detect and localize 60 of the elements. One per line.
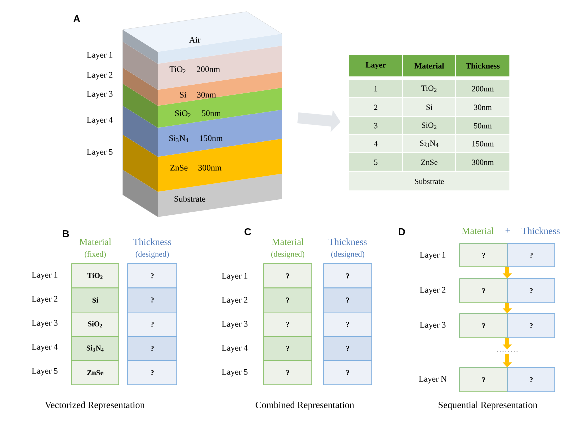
node-label: 3 bbox=[374, 123, 378, 129]
layer-label: Layer 1 bbox=[87, 52, 113, 60]
layer-label: Layer 2 bbox=[87, 72, 113, 80]
node-label: 1 bbox=[374, 86, 378, 92]
panel-letter: D bbox=[399, 228, 406, 236]
panel-caption: Combined Representation bbox=[256, 402, 354, 410]
layer-label: Layer 3 bbox=[87, 91, 113, 99]
layer-label: Layer 5 bbox=[222, 369, 248, 377]
column-heading: Material bbox=[462, 228, 494, 234]
panel-letter: B bbox=[63, 230, 70, 238]
plus-sign: + bbox=[506, 228, 510, 233]
node-label: 2 bbox=[374, 104, 378, 110]
column-heading: (designed) bbox=[271, 251, 305, 259]
layer-label: Layer 4 bbox=[32, 344, 58, 352]
layer-label: Layer 2 bbox=[222, 297, 248, 305]
node-label: TiO$_{2}$ bbox=[422, 86, 437, 92]
layer-label: Layer 1 bbox=[420, 252, 446, 260]
layer-stack bbox=[122, 12, 282, 218]
column-heading: (designed) bbox=[331, 251, 365, 259]
node-label: Layer bbox=[366, 62, 386, 70]
column-heading: Material bbox=[80, 238, 112, 246]
node-label: 300nm bbox=[472, 160, 494, 166]
column-heading: (designed) bbox=[136, 251, 170, 259]
layer-label: Layer 4 bbox=[87, 117, 113, 125]
node-label: 150nm bbox=[472, 141, 494, 147]
layer-label: Layer 3 bbox=[222, 321, 248, 329]
material-layer: TiO$_{2}$ 200nm bbox=[123, 42, 282, 90]
layer-label: Layer 5 bbox=[32, 368, 58, 376]
node-label: 5 bbox=[374, 160, 378, 166]
layer-label: Layer 1 bbox=[32, 272, 58, 280]
layer-label: Layer N bbox=[419, 376, 447, 384]
layer-label: Layer 2 bbox=[32, 296, 58, 304]
column-heading: (fixed) bbox=[84, 251, 106, 259]
node-label: Thickness bbox=[466, 63, 500, 69]
node-label: 4 bbox=[374, 141, 378, 147]
layer-label: Layer 1 bbox=[222, 273, 248, 281]
node-label: Material bbox=[414, 63, 444, 69]
layer-label: Layer 2 bbox=[420, 287, 446, 295]
layer-label: Layer 3 bbox=[32, 320, 58, 328]
panel-caption: Sequential Representation bbox=[438, 402, 538, 410]
node-label: ZnSe bbox=[421, 160, 438, 166]
node-label: 200nm bbox=[472, 86, 494, 92]
column-heading: Material bbox=[272, 238, 304, 246]
layer-label: Layer 3 bbox=[420, 322, 446, 330]
panel-caption: Vectorized Representation bbox=[45, 402, 145, 410]
data-table: Layer Material Thickness 1 TiO$_{2}$ 200nm 2 Si 30nm 3 SiO$_{2}$ 50nm 4 Si$_{3}$N$_{4}$ 150nm 5 ZnSe 300nm Substrate bbox=[348, 54, 510, 192]
panel-letter: C bbox=[244, 228, 252, 236]
material-layer: Substrate bbox=[123, 170, 282, 217]
panel-letter: A bbox=[74, 16, 80, 22]
column-heading: Thickness bbox=[522, 228, 560, 234]
layer-label: Layer 4 bbox=[222, 345, 248, 353]
node-label: Si$_{3}$N$_{4}$ bbox=[420, 140, 439, 148]
node-label: 50nm bbox=[474, 123, 492, 129]
column-heading: Thickness bbox=[328, 238, 367, 246]
node-label: Si bbox=[426, 104, 433, 110]
node-label: 30nm bbox=[474, 104, 492, 110]
material-layer: Air bbox=[123, 12, 282, 64]
node-label: SiO$_{2}$ bbox=[422, 122, 437, 130]
column-heading: Thickness bbox=[133, 238, 172, 246]
layer-label: Layer 5 bbox=[87, 149, 113, 157]
